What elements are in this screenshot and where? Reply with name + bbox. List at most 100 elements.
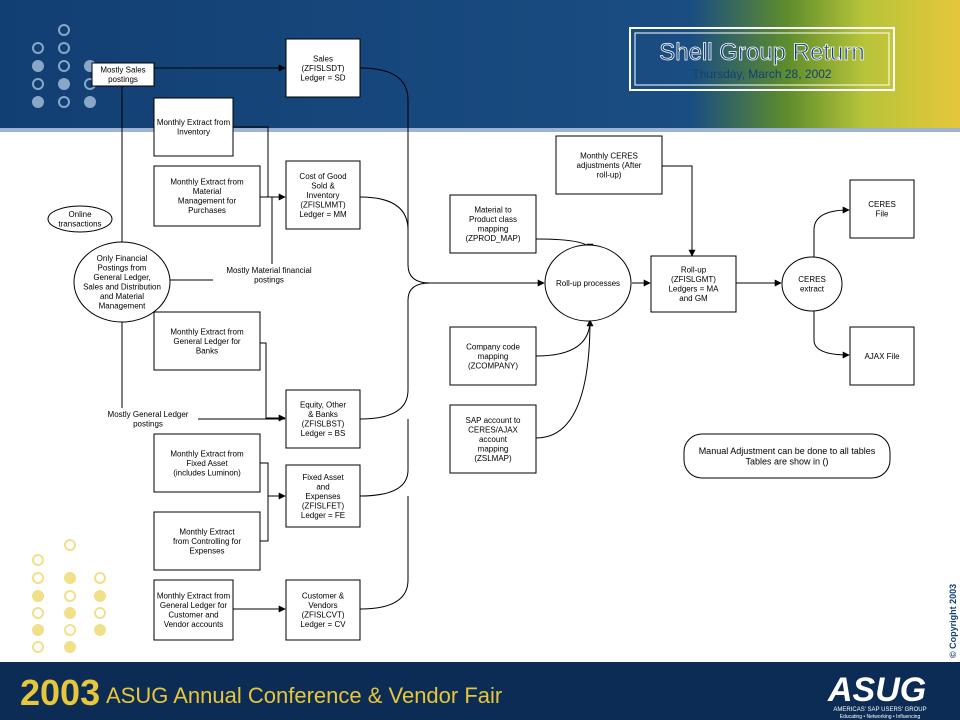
fixed-asset-extract-box-line: Fixed Asset [186,459,228,468]
slide-title: Shell Group Return [659,39,864,66]
customer-vendor-extract-box-line: General Ledger for [160,601,227,610]
asug-tagline: AMERICAS' SAP USERS' GROUP [833,707,926,713]
ledger-fe-box-line: (ZFISLFET) [302,501,345,510]
asug-subtagline: Educating • Networking • Influencing [840,714,921,720]
customer-vendor-extract-box-line: Customer and [168,611,218,620]
ledger-mm-box-line: Inventory [307,191,340,200]
ceres-adjust-box-line: roll-up) [597,170,622,179]
rollup-ledger-box-line: and GM [679,294,708,303]
ceres-file-box-line: CERES [868,200,896,209]
company-map-box-line: Company code [466,342,520,351]
prod-map-box-line: Material to [474,206,512,215]
mostly-sales-label-line: Mostly Sales [100,66,145,75]
ledger-fe-box-line: Ledger = FE [301,511,345,520]
mostly-gl-label-line: postings [133,420,163,429]
zslmap-box-line: account [479,435,508,444]
zslmap-box-line: mapping [478,444,509,453]
manual-adjustment-note: Manual Adjustment can be done to all tab… [683,433,891,479]
connectors [121,64,850,613]
zslmap-box-line: SAP account to [466,416,522,425]
ledger-cv-box: Customer &Vendors(ZFISLCVT)Ledger = CV [285,579,361,641]
ledger-mm-box-line: (ZFISLMMT) [300,200,346,209]
ledger-cv-box-line: Customer & [302,592,345,601]
prod-map-box-line: Product class [469,215,517,224]
ledger-bs-box: Equity, Other& Banks(ZFISLBST)Ledger = B… [285,389,361,449]
gl-banks-extract-box-line: General Ledger for [173,337,240,346]
customer-vendor-extract-box-line: Vendor accounts [164,620,224,629]
zslmap-box-line: (ZSLMAP) [474,454,512,463]
only-financial-circle-line: Sales and Distribution [83,283,161,292]
gl-banks-extract-box-line: Banks [196,346,218,355]
footer-year: 2003 [20,672,100,713]
material-extract-box-line: Purchases [188,206,226,215]
online-transactions-ellipse-line: Online [68,210,92,219]
only-financial-circle-line: General Ledger, [93,273,150,282]
fixed-asset-extract-box-line: (includes Luminon) [173,468,241,477]
ajax-file-box-line: AJAX File [864,352,900,361]
fixed-asset-extract-box-line: Monthly Extract from [170,449,244,458]
decorative-dots-bottom [32,539,106,653]
ledger-cv-box-line: (ZFISLCVT) [301,611,344,620]
zslmap-box: SAP account toCERES/AJAXaccountmapping(Z… [449,404,537,474]
ledger-bs-box-line: Equity, Other [300,401,346,410]
prod-map-box-line: mapping [478,225,509,234]
manual-adjustment-note-line: Tables are show in () [745,456,828,466]
controlling-extract-box-line: from Controlling for [173,537,241,546]
mostly-gl-label-line: Mostly General Ledger [108,410,189,419]
company-map-box-line: (ZCOMPANY) [468,361,518,370]
material-extract-box-line: Management for [178,197,237,206]
ledger-sd-box-line: (ZFISLSDT) [301,64,344,73]
controlling-extract-box-line: Expenses [189,546,224,555]
title-box: Shell Group Return Thursday, March 28, 2… [629,27,895,91]
zslmap-box-line: CERES/AJAX [468,425,518,434]
prod-map-box-line: (ZPROD_MAP) [465,234,520,243]
rollup-processes-circle-line: Roll-up processes [556,279,620,288]
material-extract-box-line: Monthly Extract from [170,178,244,187]
ceres-adjust-box-line: adjustments (After [577,161,642,170]
only-financial-circle-line: Management [99,302,146,311]
footer-event: ASUG Annual Conference & Vendor Fair [106,683,502,708]
ledger-sd-box-line: Sales [313,54,333,63]
ledger-sd-box: Sales(ZFISLSDT)Ledger = SD [285,38,361,98]
ledger-sd-box-line: Ledger = SD [300,73,345,82]
rollup-ledger-box-line: Roll-up [681,266,707,275]
manual-adjustment-note-line: Manual Adjustment can be done to all tab… [699,446,876,456]
ledger-fe-box-line: Expenses [305,492,340,501]
mostly-material-label-line: Mostly Material financial [226,266,312,275]
mostly-sales-label-line: postings [108,75,138,84]
slide-date: Thursday, March 28, 2002 [692,67,832,81]
ceres-adjust-box-line: Monthly CERES [580,151,638,160]
online-transactions-ellipse-line: transactions [58,220,101,229]
footer-band: 2003 ASUG Annual Conference & Vendor Fai… [0,662,960,720]
ledger-mm-box-line: Ledger = MM [299,210,347,219]
ledger-cv-box-line: Vendors [308,601,337,610]
only-financial-circle-line: and Material [100,292,144,301]
asug-logo: ASUG [827,671,926,709]
only-financial-circle-line: Postings from [98,264,147,273]
inventory-extract-box-line: Inventory [177,128,210,137]
ceres-extract-circle-line: extract [800,285,825,294]
ledger-bs-box-line: (ZFISLBST) [302,420,345,429]
gl-banks-extract-box-line: Monthly Extract from [170,327,244,336]
controlling-extract-box-line: Monthly Extract [179,527,235,536]
only-financial-circle-line: Only Financial [97,254,148,263]
rollup-processes-circle: Roll-up processes [544,244,632,322]
ledger-fe-box-line: Fixed Asset [302,473,344,482]
inventory-extract-box-line: Monthly Extract from [157,118,231,127]
